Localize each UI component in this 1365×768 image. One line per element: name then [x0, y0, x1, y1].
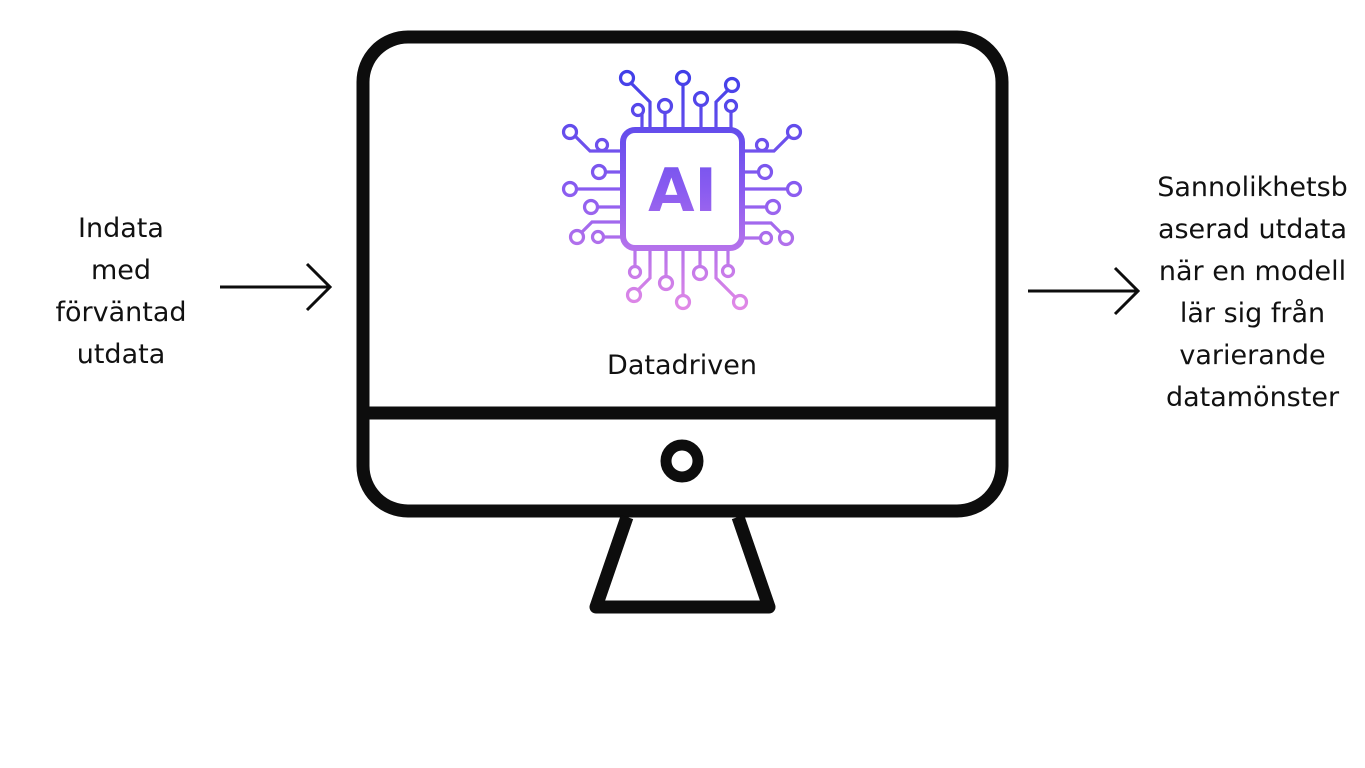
- output-label-line: varierande: [1179, 340, 1326, 371]
- output-label-line: datamönster: [1165, 382, 1340, 413]
- input-label-line: förväntad: [55, 297, 187, 328]
- output-label-line: Sannolikhetsb: [1157, 172, 1348, 203]
- output-arrow-icon: [1028, 266, 1141, 316]
- chip-text: AI: [648, 156, 717, 226]
- desktop-monitor-icon: [356, 30, 1009, 614]
- input-arrow-icon: [220, 262, 333, 312]
- ai-chip-icon: AI: [561, 69, 803, 311]
- input-label-line: utdata: [76, 339, 166, 370]
- input-label-line: med: [90, 255, 152, 286]
- output-label: Sannolikhetsb aserad utdata när en model…: [1140, 167, 1365, 419]
- input-label-line: Indata: [78, 213, 164, 244]
- output-label-line: när en modell: [1158, 256, 1347, 287]
- output-label-line: lär sig från: [1179, 298, 1326, 329]
- monitor-caption: Datadriven: [607, 350, 757, 381]
- output-label-line: aserad utdata: [1157, 214, 1348, 245]
- input-label: Indata med förväntad utdata: [30, 208, 212, 376]
